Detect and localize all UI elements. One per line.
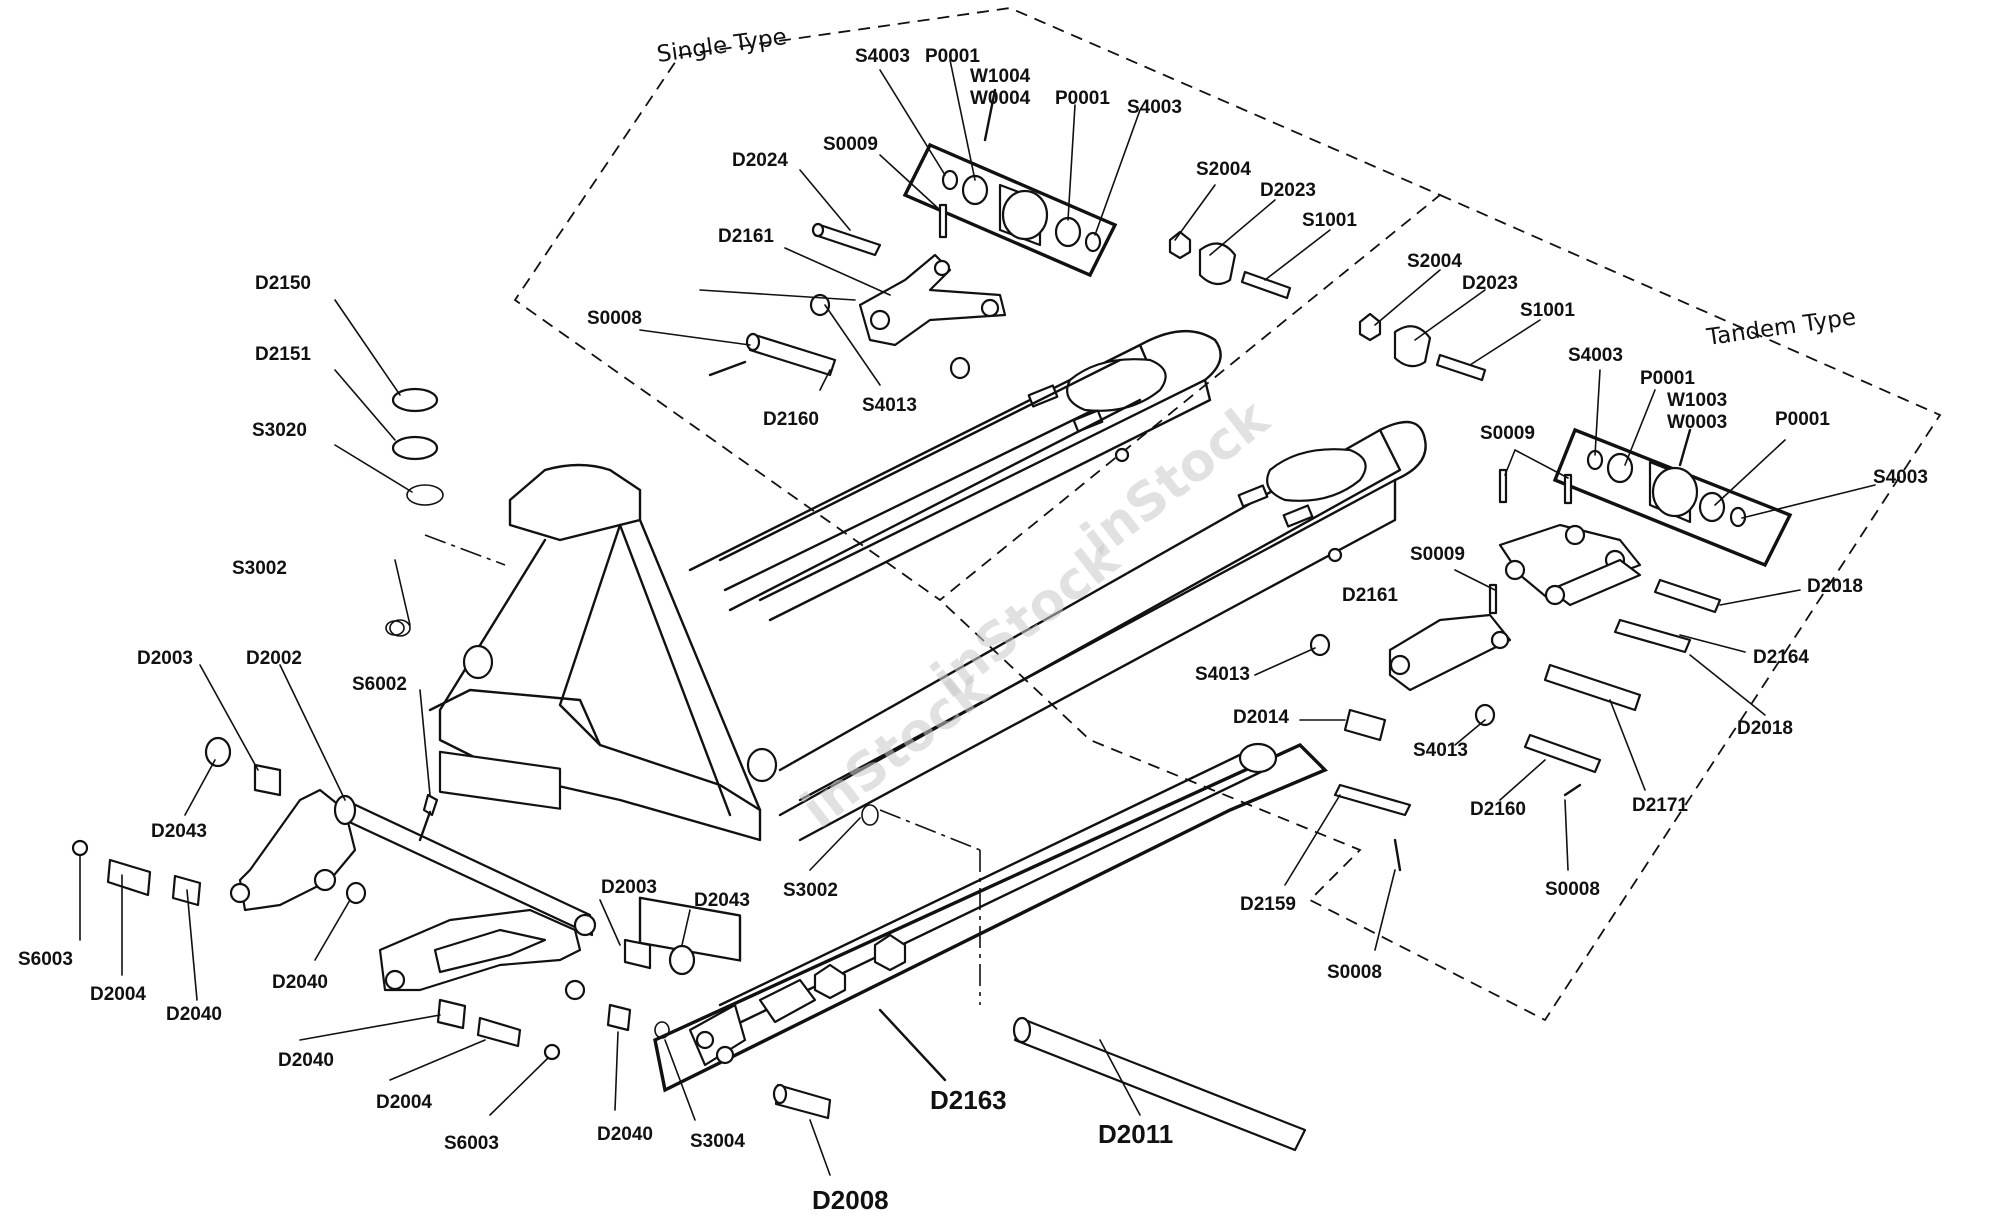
part-label: D2004	[376, 1092, 432, 1113]
part-label: D2150	[255, 273, 311, 294]
part-label: S0009	[1480, 423, 1535, 444]
part-label: S0008	[587, 308, 642, 329]
part-label: P0001	[1055, 88, 1110, 109]
leader-lines	[79, 59, 1876, 1176]
part-label: D2161	[1342, 585, 1398, 606]
part-label: D2023	[1462, 273, 1518, 294]
part-label: S4013	[1413, 740, 1468, 761]
part-label: S6003	[444, 1133, 499, 1154]
tandem-type-header: Tandem Type	[1704, 304, 1857, 351]
watermark-text: inStock	[1071, 388, 1281, 571]
part-label: S0009	[1410, 544, 1465, 565]
part-label: D2163	[930, 1085, 1007, 1115]
tandem-type-enclosure	[939, 194, 1942, 1022]
part-label: S3020	[252, 420, 307, 441]
part-label: D2040	[278, 1050, 334, 1071]
part-label: D2018	[1807, 576, 1863, 597]
part-label: D2040	[272, 972, 328, 993]
part-label: W1004	[970, 66, 1031, 87]
single-type-wheel-set	[902, 142, 1118, 278]
part-label: D2043	[694, 890, 750, 911]
part-label: D2164	[1753, 647, 1809, 668]
part-label: S6003	[18, 949, 73, 970]
part-label: P0001	[925, 46, 980, 67]
single-wheel-bracket	[858, 253, 1007, 347]
part-label: S3004	[690, 1131, 745, 1152]
part-label: W0004	[970, 88, 1031, 109]
part-label: D2161	[718, 226, 774, 247]
part-label: P0001	[1775, 409, 1830, 430]
part-label: D2171	[1632, 795, 1688, 816]
part-label: D2040	[166, 1004, 222, 1025]
watermarks: inStock inStock inStock	[791, 388, 1281, 841]
part-label: S6002	[352, 674, 407, 695]
part-label: S0008	[1545, 879, 1600, 900]
part-label: D2008	[812, 1185, 889, 1215]
fork-frame	[428, 330, 1427, 962]
single-type-enclosure	[513, 7, 1442, 602]
part-label: S3002	[783, 880, 838, 901]
part-label: D2159	[1240, 894, 1296, 915]
part-label: D2002	[246, 648, 302, 669]
part-label: S2004	[1407, 251, 1462, 272]
part-label: D2024	[732, 150, 788, 171]
part-label: D2023	[1260, 180, 1316, 201]
small-parts	[71, 203, 1722, 1152]
part-label: W0003	[1667, 412, 1727, 433]
part-label: D2011	[1098, 1119, 1173, 1149]
part-label: D2018	[1737, 718, 1793, 739]
part-label: S4003	[1127, 97, 1182, 118]
part-label: D2004	[90, 984, 146, 1005]
part-label: D2043	[151, 821, 207, 842]
part-label: D2040	[597, 1124, 653, 1145]
part-labels: S4003 P0001 W1004 W0004 P0001 S4003 D202…	[18, 46, 1928, 1215]
part-label: S3002	[232, 558, 287, 579]
part-label: S1001	[1302, 210, 1357, 231]
part-label: S1001	[1520, 300, 1575, 321]
part-label: S2004	[1196, 159, 1251, 180]
part-label: S4013	[1195, 664, 1250, 685]
push-rod-assembly	[653, 742, 1328, 1093]
part-label: P0001	[1640, 368, 1695, 389]
part-label: S0009	[823, 134, 878, 155]
part-label: D2014	[1233, 707, 1289, 728]
part-label: D2160	[763, 409, 819, 430]
part-label: D2003	[601, 877, 657, 898]
part-label: W1003	[1667, 390, 1727, 411]
part-label: S0008	[1327, 962, 1382, 983]
part-label: S4003	[855, 46, 910, 67]
part-label: D2151	[255, 344, 311, 365]
part-label: S4003	[1873, 467, 1928, 488]
part-label: D2003	[137, 648, 193, 669]
part-label: S4003	[1568, 345, 1623, 366]
part-label: D2160	[1470, 799, 1526, 820]
tandem-wheel-bracket	[1388, 523, 1642, 692]
part-label: S4013	[862, 395, 917, 416]
single-type-header: Single Type	[655, 24, 788, 68]
